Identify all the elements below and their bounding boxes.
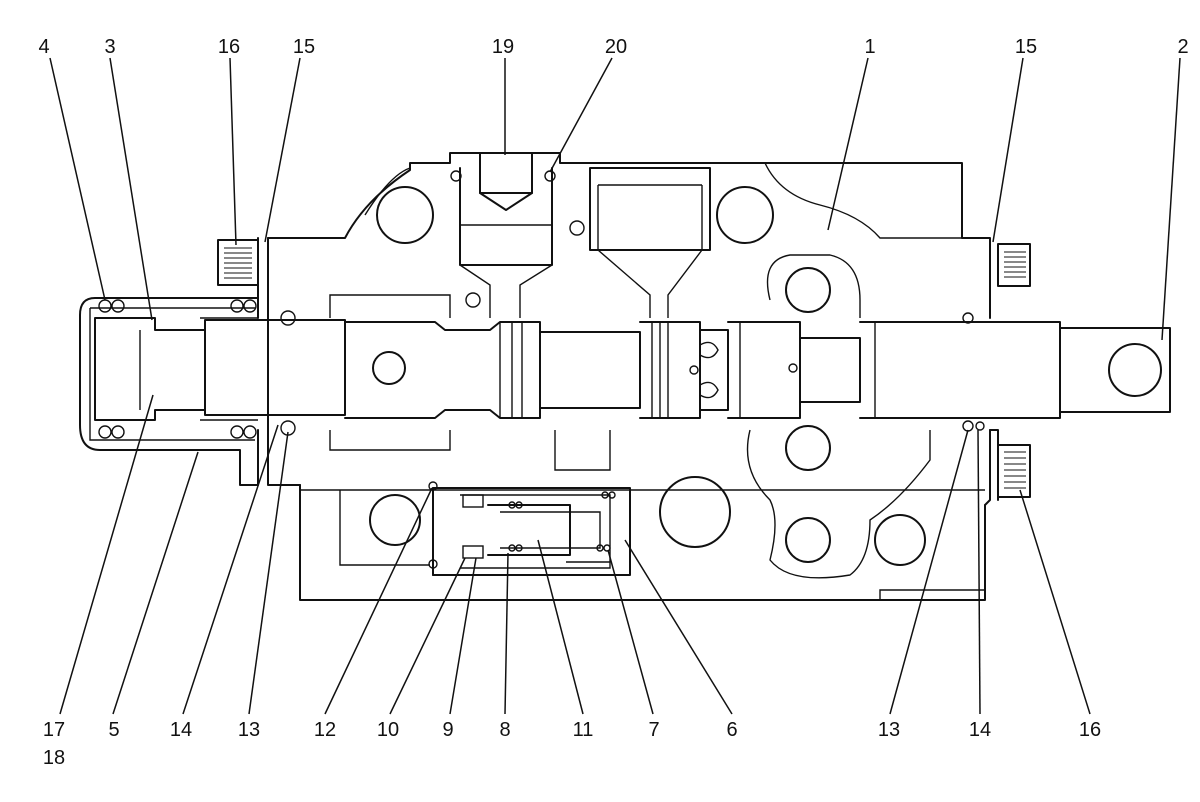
left-end-cap [79, 297, 296, 486]
callout-16: 16 [218, 36, 240, 58]
bolt-head-top-right [997, 243, 1031, 287]
callout-16: 16 [1079, 719, 1101, 741]
callout-15: 15 [293, 36, 315, 58]
callout-19: 19 [492, 36, 514, 58]
bolt-head-top-left [217, 239, 259, 286]
callout-3: 3 [104, 36, 115, 58]
callout-6: 6 [726, 719, 737, 741]
check-valve-assembly [428, 481, 631, 576]
callout-11: 11 [573, 719, 594, 741]
body-bores [329, 186, 931, 579]
callout-5: 5 [108, 719, 119, 741]
callout-2: 2 [1177, 36, 1188, 58]
callout-4: 4 [38, 36, 49, 58]
callout-12: 12 [314, 719, 336, 741]
top-plug-19 [450, 152, 556, 318]
bolt-head-bottom-right [997, 444, 1031, 498]
top-cavity [589, 167, 711, 318]
callout-18: 18 [43, 747, 65, 769]
callout-13: 13 [878, 719, 900, 741]
callout-20: 20 [605, 36, 627, 58]
callout-14: 14 [170, 719, 192, 741]
callout-8: 8 [499, 719, 510, 741]
callout-17: 17 [43, 719, 65, 741]
callout-9: 9 [442, 719, 453, 741]
callout-10: 10 [377, 719, 399, 741]
right-seals [962, 312, 985, 432]
callout-1: 1 [864, 36, 875, 58]
callout-7: 7 [648, 719, 659, 741]
main-spool [204, 319, 1171, 419]
callout-13: 13 [238, 719, 260, 741]
callout-14: 14 [969, 719, 991, 741]
callout-labels: 4 3 16 15 19 20 1 15 2 17 18 5 14 13 12 … [38, 36, 1188, 769]
leader-lines [49, 57, 1181, 715]
valve-body [257, 152, 999, 601]
callout-15: 15 [1015, 36, 1037, 58]
